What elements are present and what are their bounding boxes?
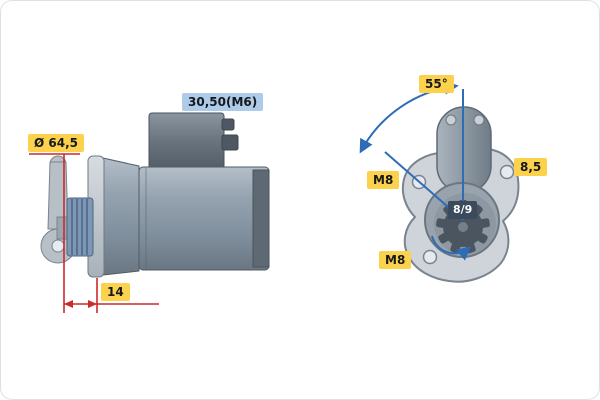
- dim-label-terminal: 30,50(M6): [182, 93, 264, 111]
- front-bracket: [40, 155, 76, 264]
- dimension-arrowhead-right: [88, 300, 97, 308]
- dim-label-pinion-clearance: 14: [101, 283, 130, 301]
- terminal-stud-large: [221, 134, 239, 151]
- motor-body: [138, 166, 270, 271]
- mounting-hole-lower-left: [422, 249, 438, 265]
- dim-label-thread-upper: M8: [367, 171, 400, 189]
- bolt-head: [473, 114, 485, 126]
- mounting-hole-right: [499, 164, 515, 180]
- motor-end-cap: [252, 169, 270, 268]
- dimension-arrowhead-left: [64, 300, 73, 308]
- teeth-count-badge: 8/9: [448, 201, 478, 219]
- dim-label-mounting-angle: 55°: [419, 75, 454, 93]
- starter-front-view: [401, 106, 520, 283]
- rotation-arrow-icon: [431, 235, 472, 261]
- diameter-leader-line: [29, 153, 80, 313]
- dim-label-hole-diameter: 8,5: [514, 158, 548, 176]
- bracket-hole: [51, 239, 65, 253]
- dim-label-flange-diameter: Ø 64,5: [28, 134, 84, 152]
- pinion-gear: [66, 197, 94, 257]
- drive-housing: [102, 157, 140, 276]
- terminal-stud-small: [221, 118, 235, 131]
- starter-side-view: [40, 112, 270, 278]
- dim-label-thread-lower: M8: [379, 251, 412, 269]
- solenoid-block: [148, 112, 239, 172]
- dimension-lines-red: [29, 153, 159, 313]
- bolt-head: [445, 114, 457, 126]
